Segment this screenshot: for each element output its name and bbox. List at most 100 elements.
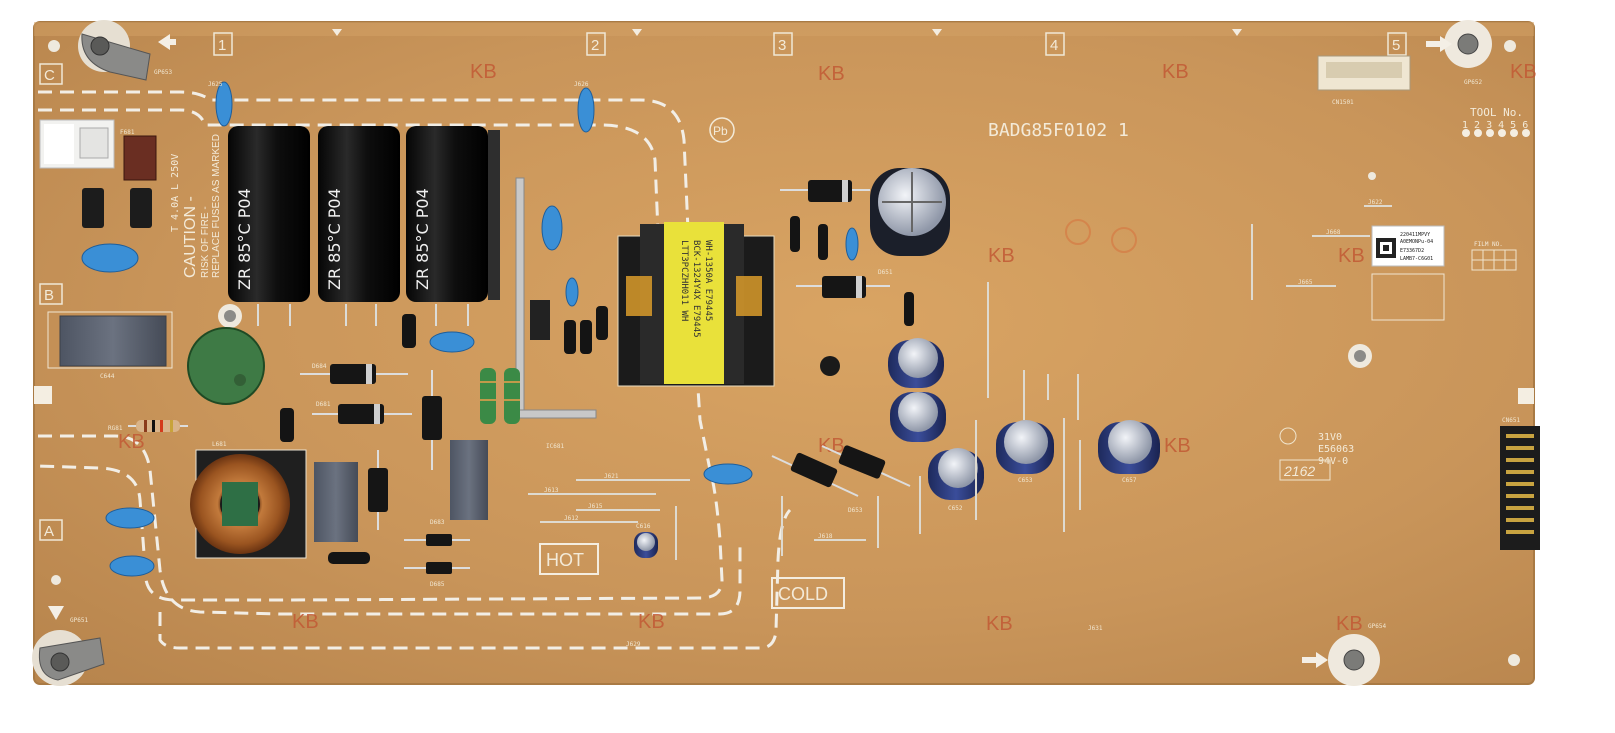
caution-line1: RISK OF FIRE - — [200, 206, 211, 278]
ref: J626 — [574, 81, 589, 88]
ref: GP651 — [70, 617, 88, 624]
transformer-text: LTT3PCZHH011 WH — [679, 240, 689, 321]
ref: J615 — [588, 503, 603, 510]
kb-mark: KB — [988, 245, 1015, 267]
bleeder-resistors — [82, 188, 152, 228]
output-capacitors — [634, 168, 1160, 558]
x-capacitor-2 — [314, 462, 358, 542]
ref: J631 — [1088, 625, 1103, 632]
ul-certification: 31V0 E56063 94V-0 2162 — [1279, 427, 1354, 481]
ref: CN1501 — [1332, 99, 1354, 106]
connector-cn651 — [1500, 426, 1540, 550]
film-label: FILM NO. — [1474, 241, 1503, 248]
ul-line: 31V0 — [1318, 432, 1342, 443]
caution-title: CAUTION - — [182, 196, 199, 278]
ul-line: 94V-0 — [1318, 456, 1348, 467]
ref: J665 — [1298, 279, 1313, 286]
y-capacitors — [81, 81, 859, 577]
ref: J618 — [818, 533, 833, 540]
bulk-cap-label: ZR 85°C P04 — [325, 188, 344, 290]
ref: D684 — [312, 363, 327, 370]
inductors — [480, 368, 520, 424]
recycle-logos — [1065, 219, 1137, 253]
cap-leads — [257, 304, 469, 326]
mounting-clip-bl — [32, 606, 105, 686]
reference-designators: J625 J626 F681 GP653 GP652 GP654 GP651 C… — [70, 69, 1520, 648]
main-transformer: LTT3PCZHH011 WH BCK-1324Y4X E79445 WH-13… — [617, 222, 775, 387]
fuse-rating: T 4.0A L 250V — [170, 154, 181, 232]
kb-mark: KB — [818, 63, 845, 85]
tool-label: TOOL No. — [1470, 106, 1523, 119]
caution-line2: REPLACE FUSES AS MARKED — [211, 134, 222, 278]
ref: CN651 — [1502, 417, 1520, 424]
alignment-triangles — [332, 29, 1242, 36]
ref: J613 — [544, 487, 559, 494]
ref: GP653 — [154, 69, 172, 76]
kb-mark: KB — [638, 611, 665, 633]
mounting-hole-br — [1302, 634, 1380, 686]
kb-mark: KB — [1164, 435, 1191, 457]
zone-row-b: B — [44, 287, 54, 304]
zone-row-c: C — [44, 67, 55, 84]
ref: F681 — [120, 129, 135, 136]
mounting-hole-tr — [1426, 20, 1492, 68]
zone-markers — [39, 32, 1407, 541]
resistor-rg81 — [128, 420, 188, 432]
ref: D653 — [848, 507, 863, 514]
ref: J612 — [564, 515, 579, 522]
zone-col-5: 5 — [1392, 37, 1400, 54]
small-black-components — [280, 216, 914, 564]
ref: IC681 — [546, 443, 564, 450]
ref: C657 — [1122, 477, 1137, 484]
date-code: 2162 — [1283, 463, 1315, 479]
kb-mark: KB — [470, 61, 497, 83]
ref: D681 — [316, 401, 331, 408]
ref: GP654 — [1368, 623, 1386, 630]
small-holes — [48, 40, 1520, 666]
transformer-text: BCK-1324Y4X E79445 — [691, 240, 701, 338]
via-hole — [820, 356, 840, 376]
kb-mark: KB — [1336, 613, 1363, 635]
board-part-number: BADG85F0102 1 — [988, 120, 1129, 141]
jumper-wires — [528, 205, 1392, 560]
kb-mark: KB — [1162, 61, 1189, 83]
sticker-line: LAMB7-C6G01 — [1400, 256, 1433, 262]
diodes — [300, 180, 911, 574]
hot-text: HOT — [546, 550, 584, 570]
tool-number-block: TOOL No. 1 2 3 4 5 6 — [1462, 106, 1530, 137]
zone-col-2: 2 — [591, 37, 599, 54]
fuse — [123, 135, 157, 181]
bulk-capacitors: ZR 85°C P04 ZR 85°C P04 ZR 85°C P04 — [228, 126, 500, 302]
ref-c644: C644 — [100, 373, 115, 380]
bulk-cap-label: ZR 85°C P04 — [413, 188, 432, 290]
caution-label: CAUTION - RISK OF FIRE - REPLACE FUSES A… — [182, 134, 222, 278]
ref: J621 — [604, 473, 619, 480]
bulk-cap-label: ZR 85°C P04 — [235, 188, 254, 290]
sticker-line: 220411MPVY — [1400, 232, 1430, 238]
x-capacitor — [59, 315, 167, 367]
cold-label: COLD — [771, 577, 845, 609]
mounting-clip-tl — [78, 20, 176, 81]
transformer-text: WH-1350A E79445 — [703, 240, 713, 321]
ref: J668 — [1326, 229, 1341, 236]
zone-row-a: A — [44, 523, 54, 540]
kb-mark: KB — [118, 431, 145, 453]
ref: C652 — [948, 505, 963, 512]
ref: GP652 — [1464, 79, 1482, 86]
ref: L681 — [212, 441, 227, 448]
ref: D651 — [878, 269, 893, 276]
kb-mark: KB — [1510, 61, 1537, 83]
x-capacitor-3 — [450, 440, 488, 520]
ref: D685 — [430, 581, 445, 588]
kb-mark: KB — [818, 435, 845, 457]
kb-marks: KB KB KB KB KB KB KB KB KB KB KB KB KB — [118, 61, 1537, 635]
ref: J622 — [1368, 199, 1383, 206]
lead-free-mark: Pb — [709, 117, 735, 143]
connector-cn1501 — [1317, 55, 1411, 91]
film-grid: FILM NO. — [1471, 241, 1517, 271]
zone-col-4: 4 — [1050, 37, 1058, 54]
kb-mark: KB — [292, 611, 319, 633]
cold-text: COLD — [778, 584, 828, 604]
ref: RG81 — [108, 425, 123, 432]
